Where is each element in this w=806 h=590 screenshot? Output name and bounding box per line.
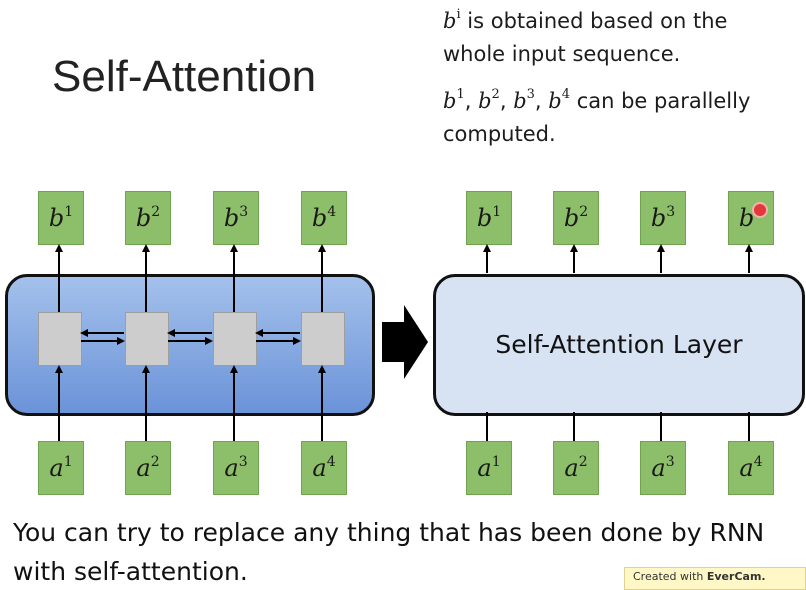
rnn-output-b3: b3 xyxy=(213,191,259,245)
rnn-cell-2 xyxy=(125,312,169,366)
rnn-input-a4: a4 xyxy=(301,441,347,495)
note2-term-3: b3 xyxy=(513,87,535,113)
bottom-caption: You can try to replace any thing that ha… xyxy=(13,518,765,586)
note1-text: is obtained based on the whole input seq… xyxy=(443,9,728,66)
laser-pointer-cursor-icon xyxy=(752,202,768,218)
rnn-input-a3: a3 xyxy=(213,441,259,495)
sa-output-b3: b3 xyxy=(640,191,686,245)
transition-arrow xyxy=(382,305,428,379)
rnn-output-b1: b1 xyxy=(38,191,84,245)
rnn-input-a1: a1 xyxy=(38,441,84,495)
sa-output-b1: b1 xyxy=(466,191,512,245)
sa-input-a4: a4 xyxy=(728,441,774,495)
rnn-output-b2: b2 xyxy=(125,191,171,245)
note-parallel-computation: b1, b2, b3, b4 can be parallelly compute… xyxy=(443,87,751,146)
rnn-cell-1 xyxy=(38,312,82,366)
note2-term-2: b2 xyxy=(478,87,500,113)
rnn-output-b4: b4 xyxy=(301,191,347,245)
self-attention-layer-panel: Self-Attention Layer xyxy=(433,274,805,416)
rnn-input-a2: a2 xyxy=(125,441,171,495)
sa-input-a2: a2 xyxy=(553,441,599,495)
evercam-watermark: Created with EverCam. xyxy=(624,567,806,590)
note2-text: can be parallelly computed. xyxy=(443,89,751,146)
sa-output-b2: b2 xyxy=(553,191,599,245)
rnn-cell-4 xyxy=(301,312,345,366)
note2-term-4: b4 xyxy=(548,87,571,113)
self-attention-layer-label: Self-Attention Layer xyxy=(495,330,743,359)
sa-input-a3: a3 xyxy=(640,441,686,495)
note2-term-1: b1 xyxy=(443,87,465,113)
sa-input-a1: a1 xyxy=(466,441,512,495)
note-bi-whole-sequence: bi is obtained based on the whole input … xyxy=(443,5,793,71)
slide-title: Self-Attention xyxy=(52,52,317,101)
note1-symbol: bi xyxy=(443,7,461,33)
rnn-cell-3 xyxy=(213,312,257,366)
sa-output-b4: b4 xyxy=(728,191,774,245)
